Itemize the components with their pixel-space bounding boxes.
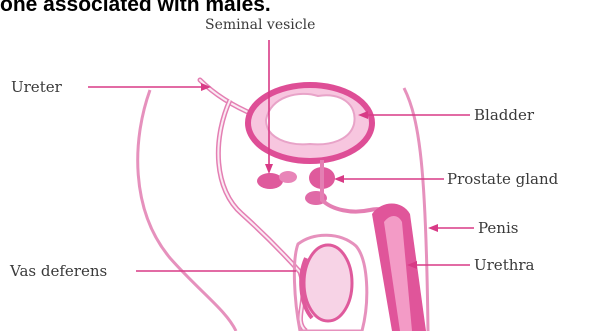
label-vas-deferens: Vas deferens bbox=[10, 262, 107, 280]
label-bladder: Bladder bbox=[474, 106, 534, 124]
arrowhead-seminal-vesicle bbox=[265, 164, 273, 174]
label-urethra: Urethra bbox=[474, 256, 535, 274]
label-seminal-vesicle: Seminal vesicle bbox=[205, 16, 315, 34]
arrowhead-penis bbox=[428, 224, 438, 232]
label-prostate-gland: Prostate gland bbox=[447, 170, 558, 188]
label-ureter: Ureter bbox=[11, 78, 62, 96]
arrowhead-prostate-gland bbox=[334, 175, 344, 183]
seminal-vesicle-organ bbox=[257, 173, 283, 189]
testis-organ bbox=[304, 245, 352, 321]
bladder-lumen bbox=[266, 94, 355, 145]
label-penis: Penis bbox=[478, 219, 518, 237]
seminal-vesicle-organ-2 bbox=[279, 171, 297, 183]
